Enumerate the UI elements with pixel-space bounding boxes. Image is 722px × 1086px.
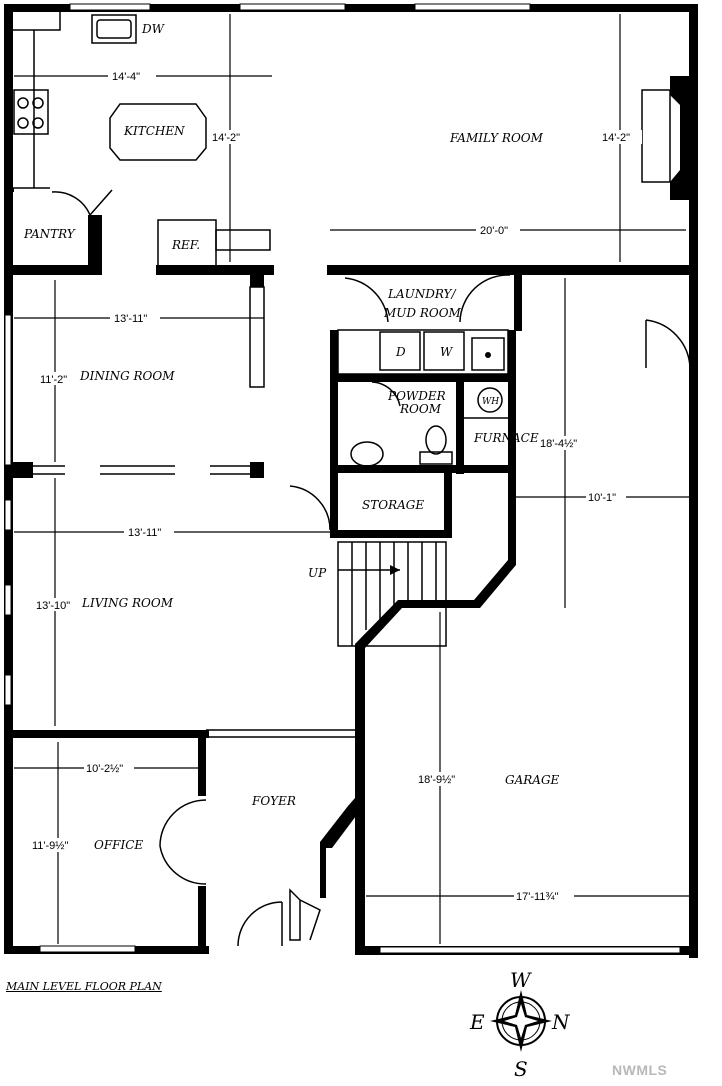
dim-garage-depth-upper: 18'-4½": [540, 438, 577, 450]
utility-block: [289, 274, 522, 538]
floor-plan-caption: MAIN LEVEL FLOOR PLAN: [6, 980, 162, 993]
top-windows: [69, 3, 531, 11]
compass-rose: W N E S: [469, 968, 571, 1081]
fixture-label-dryer: D: [395, 345, 406, 359]
room-label-pantry: PANTRY: [23, 227, 76, 241]
left-windows: [4, 314, 681, 954]
room-label-family-room: FAMILY ROOM: [449, 131, 544, 145]
room-label-kitchen: KITCHEN: [123, 124, 185, 138]
office-walls: [4, 729, 362, 950]
fireplace: [641, 76, 692, 200]
dim-kitchen-depth: 14'-2": [212, 132, 240, 144]
dim-dining-width: 13'-11": [114, 313, 147, 325]
dim-kitchen-width: 14'-4": [112, 71, 140, 83]
stairs: [337, 541, 447, 647]
pantry-walls: [4, 188, 274, 275]
family-room-walls: [327, 265, 698, 275]
dim-family-width: 20'-0": [480, 225, 508, 237]
room-label-laundry: LAUNDRY/: [387, 287, 457, 301]
fixture-label-dw: DW: [141, 22, 166, 36]
kitchen-counters: [13, 12, 271, 269]
dining-structure: [13, 275, 265, 478]
dim-family-depth: 14'-2": [602, 132, 630, 144]
nwmls-watermark: NWMLS: [612, 1062, 668, 1078]
compass-west: W: [510, 968, 532, 992]
dim-garage-width: 17'-11¾": [516, 891, 559, 903]
dim-office-depth: 11'-9½": [32, 840, 68, 852]
compass-east: E: [469, 1010, 485, 1034]
dim-garage-depth: 18'-9½": [418, 774, 455, 786]
garage-wall: [355, 319, 691, 950]
compass-north: N: [551, 1010, 571, 1034]
compass-south: S: [514, 1057, 528, 1081]
fixture-label-ref: REF.: [171, 238, 200, 252]
room-label-foyer: FOYER: [251, 794, 296, 808]
dim-office-width: 10'-2½": [86, 763, 123, 775]
room-label-living-room: LIVING ROOM: [81, 596, 174, 610]
fixture-label-stairs-up: UP: [308, 566, 327, 580]
room-label-furnace: FURNACE: [473, 431, 539, 445]
room-label-powder: POWDER: [387, 389, 446, 403]
dimension-labels: 14'-4" 14'-2" 14'-2" 20'-0" 13'-11" 11'-…: [30, 69, 642, 903]
fixture-label-washer: W: [440, 345, 454, 359]
dim-living-width: 13'-11": [128, 527, 161, 539]
dim-dining-depth: 11'-2": [40, 374, 67, 386]
room-label-mud-room: MUD ROOM: [383, 306, 462, 320]
dim-garage-width-upper: 10'-1": [588, 492, 616, 504]
room-label-dining-room: DINING ROOM: [79, 369, 175, 383]
room-label-powder-room: ROOM: [399, 402, 442, 416]
room-label-garage: GARAGE: [505, 773, 560, 787]
fixture-label-water-heater: WH: [482, 397, 499, 407]
room-label-office: OFFICE: [94, 838, 143, 852]
dim-living-depth: 13'-10": [36, 600, 70, 612]
room-label-storage: STORAGE: [362, 498, 424, 512]
